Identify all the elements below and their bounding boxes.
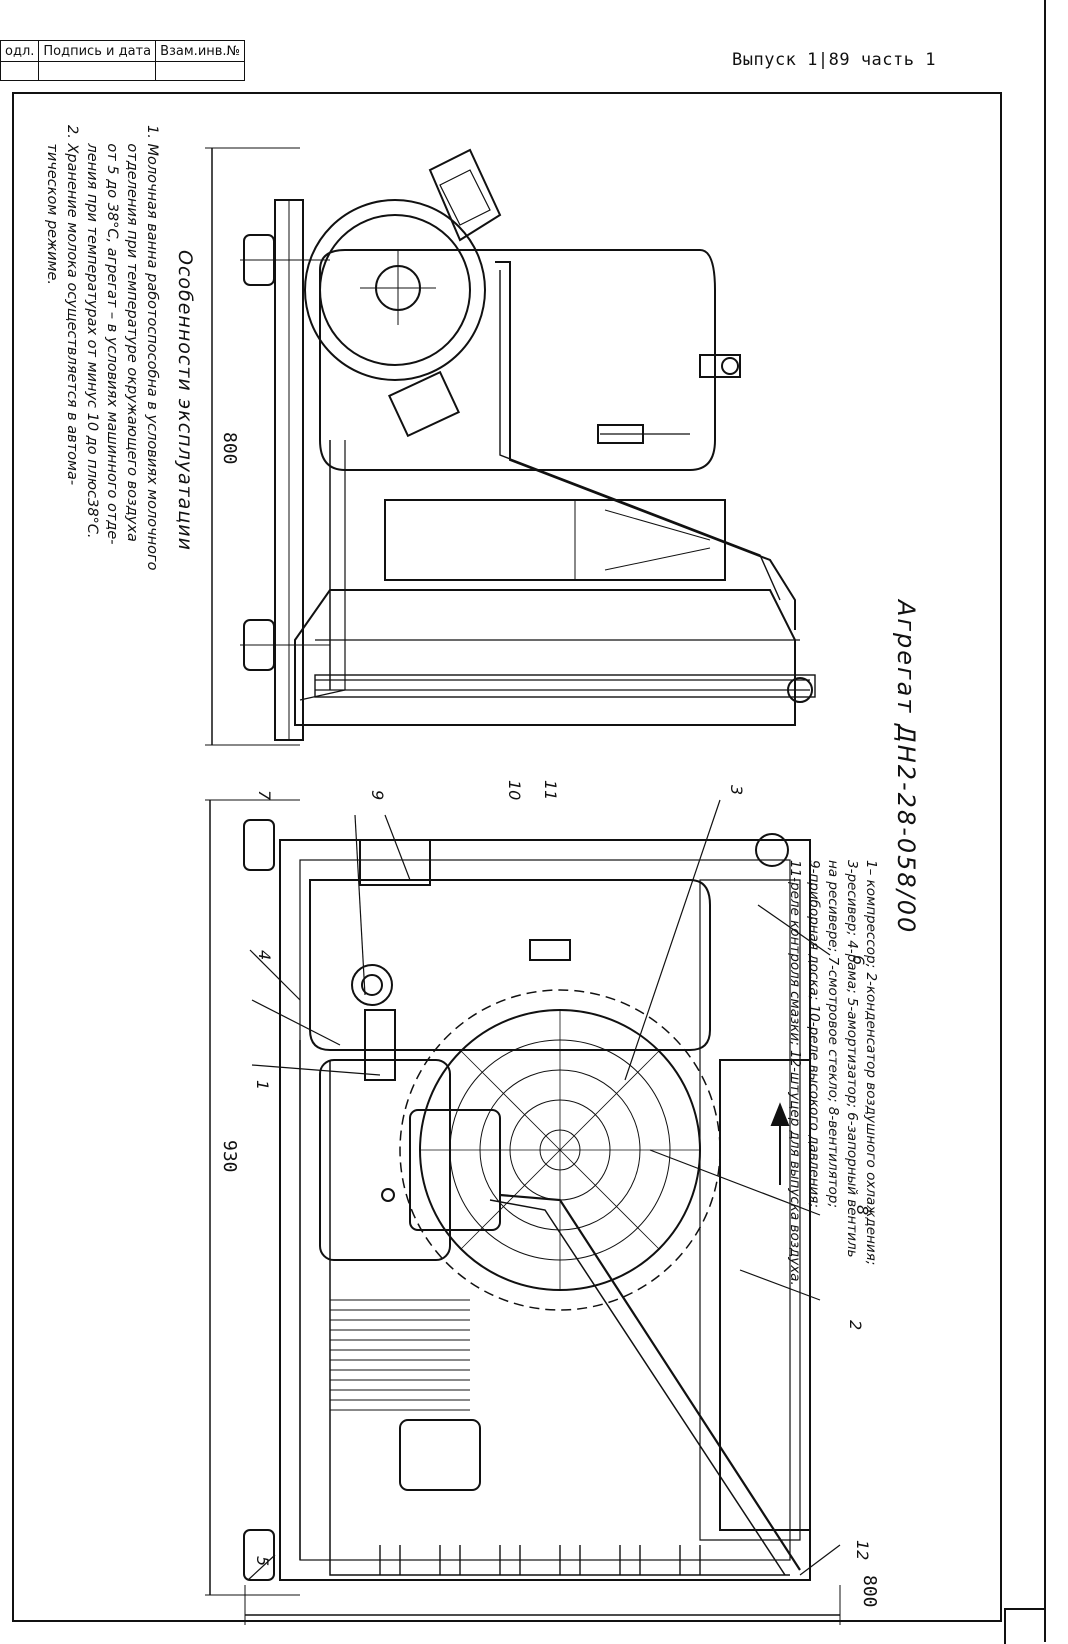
stamp-blank-3 bbox=[155, 61, 246, 81]
callout-11: 11 bbox=[541, 780, 560, 801]
callout-8: 8 bbox=[853, 1205, 872, 1216]
callout-1: 1 bbox=[253, 1080, 272, 1091]
dimension-right-height: 800 bbox=[859, 1575, 880, 1608]
callout-5: 5 bbox=[253, 1556, 272, 1567]
corner-box bbox=[1004, 1608, 1046, 1644]
legend-body: 1– компрессор; 2-конденсатор воздушного … bbox=[787, 860, 879, 1286]
approval-stamp: одл. Подпись и дата Взам.инв.№ bbox=[0, 40, 246, 81]
margin-line bbox=[1044, 0, 1046, 1642]
callout-2: 2 bbox=[846, 1320, 865, 1331]
callout-7: 7 bbox=[255, 790, 274, 801]
stamp-cell-podl: одл. bbox=[0, 40, 40, 62]
notes-heading: Особенности эксплуатации bbox=[174, 250, 196, 551]
dimension-right-width: 930 bbox=[219, 1140, 240, 1173]
stamp-blank-1 bbox=[0, 61, 40, 81]
callout-6: 6 bbox=[849, 955, 868, 966]
callout-12: 12 bbox=[853, 1540, 872, 1561]
sheet-frame bbox=[12, 92, 1002, 1622]
dimension-left-height: 800 bbox=[219, 432, 240, 465]
callout-3: 3 bbox=[727, 785, 746, 796]
unit-title: Агрегат ДН2-28-058/00 bbox=[892, 600, 920, 935]
issue-header: Выпуск 1|89 часть 1 bbox=[732, 50, 936, 70]
callout-9: 9 bbox=[368, 790, 387, 801]
plan-view bbox=[205, 799, 841, 1625]
notes-body: 1. Молочная ванна работоспособна в услов… bbox=[44, 125, 160, 571]
side-view bbox=[205, 147, 816, 746]
callout-4: 4 bbox=[255, 950, 274, 961]
callout-10: 10 bbox=[505, 780, 524, 801]
